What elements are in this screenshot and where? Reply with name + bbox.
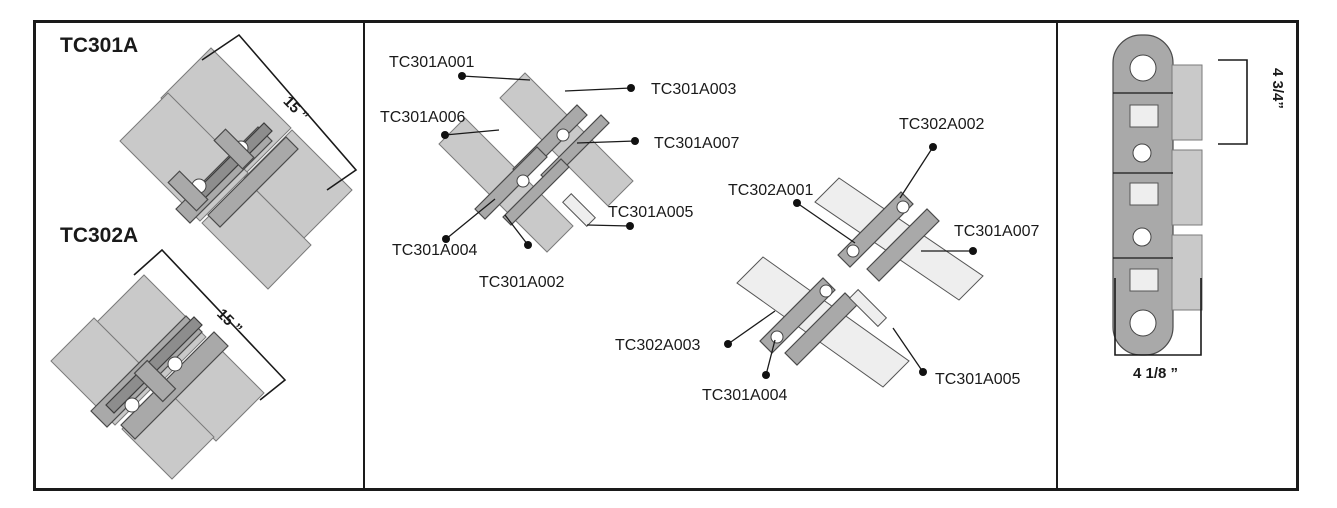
label-tc301a007-top: TC301A007	[654, 135, 739, 152]
label-tc301a002: TC301A002	[479, 274, 564, 291]
right-panel-side-view: 4 3/4” 4 1/8 ”	[1058, 23, 1296, 488]
tc301a-dimension-bracket	[201, 33, 358, 191]
tc301a-assembly-drawing	[119, 47, 353, 290]
tc301a-title: TC301A	[60, 34, 138, 57]
label-tc301a001: TC301A001	[389, 54, 474, 71]
tc302a-dimension-bracket	[133, 248, 287, 401]
chain-side-view-drawing	[1112, 34, 1203, 356]
tc301a-exploded-drawing	[438, 72, 634, 253]
label-tc301a004-bottom: TC301A004	[702, 387, 787, 404]
label-tc302a003: TC302A003	[615, 337, 700, 354]
tc301a-dimension: 15 ”	[280, 93, 312, 125]
height-dimension: 4 3/4”	[1269, 68, 1286, 109]
width-dimension: 4 1/8 ”	[1133, 365, 1178, 382]
label-tc301a005-top: TC301A005	[608, 204, 693, 221]
width-dimension-bracket	[1114, 278, 1202, 356]
tc302a-title: TC302A	[60, 224, 138, 247]
left-panel-assembled-views: TC301A 15 ” TC302A	[36, 23, 365, 488]
callout-leader-lines	[441, 72, 977, 379]
diagram-frame: TC301A 15 ” TC302A	[33, 20, 1299, 491]
tc302a-exploded-drawing	[736, 177, 984, 388]
label-tc302a002: TC302A002	[899, 116, 984, 133]
label-tc301a004-top: TC301A004	[392, 242, 477, 259]
label-tc301a003: TC301A003	[651, 81, 736, 98]
label-tc301a007-bottom: TC301A007	[954, 223, 1039, 240]
middle-panel-exploded-views: TC301A001 TC301A003 TC301A006 TC301A007 …	[365, 23, 1058, 488]
label-tc301a005-bottom: TC301A005	[935, 371, 1020, 388]
label-tc302a001: TC302A001	[728, 182, 813, 199]
label-tc301a006: TC301A006	[380, 109, 465, 126]
tc302a-assembly-drawing	[50, 274, 265, 480]
height-dimension-bracket	[1218, 59, 1248, 145]
